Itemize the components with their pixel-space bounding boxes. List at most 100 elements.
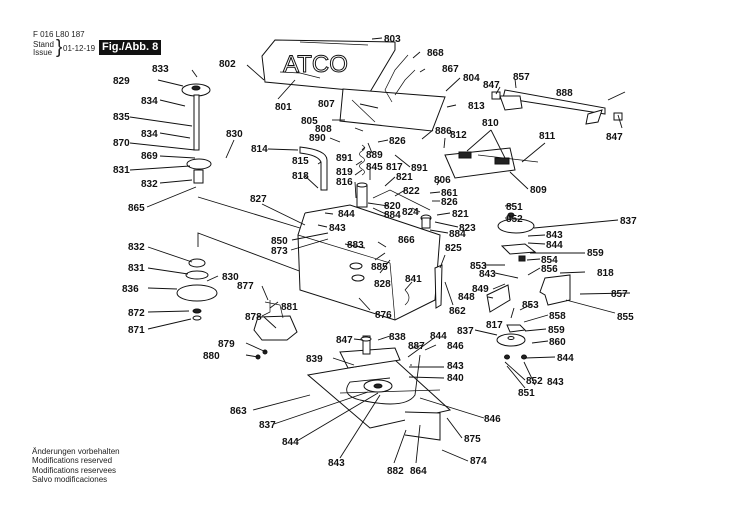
- callout: 813: [468, 101, 485, 112]
- callout: 826: [389, 136, 406, 147]
- callout: 844: [546, 240, 563, 251]
- callout: 853: [470, 261, 487, 272]
- callout: 837: [620, 216, 637, 227]
- callout: 885: [371, 262, 388, 273]
- callout: 861: [441, 188, 458, 199]
- callout: 817: [386, 162, 403, 173]
- callout: 812: [450, 130, 467, 141]
- callout: 872: [128, 308, 145, 319]
- base-plate: [306, 335, 452, 441]
- callout: 859: [587, 248, 604, 259]
- callout: 828: [374, 279, 391, 290]
- callout: 824: [402, 207, 419, 218]
- callout: 851: [506, 202, 523, 213]
- callout: 822: [403, 186, 420, 197]
- callout: 873: [271, 246, 288, 257]
- callout: 887: [408, 341, 425, 352]
- note-line: Modifications reservees: [32, 465, 117, 475]
- callout: 853: [522, 300, 539, 311]
- callout: 851: [518, 388, 535, 399]
- callout: 834: [141, 96, 158, 107]
- document-number: F 016 L80 187: [33, 30, 85, 39]
- callout: 814: [251, 144, 268, 155]
- callout: 821: [396, 172, 413, 183]
- callout: 889: [366, 150, 383, 161]
- callout: 874: [470, 456, 487, 467]
- callout: 875: [464, 434, 481, 445]
- callout: 846: [484, 414, 501, 425]
- issue-date: 01-12-19: [63, 44, 96, 53]
- callout: 831: [113, 165, 130, 176]
- callout: 843: [479, 269, 496, 280]
- issue-label: Issue: [33, 48, 53, 57]
- callout: 843: [546, 230, 563, 241]
- callout: 843: [547, 377, 564, 388]
- callout: 852: [506, 214, 523, 225]
- callout: 879: [218, 339, 235, 350]
- callout: 826: [441, 197, 458, 208]
- callout: 867: [442, 64, 459, 75]
- callout: 881: [281, 302, 298, 313]
- callout: 865: [128, 203, 145, 214]
- callout: 878: [245, 312, 262, 323]
- callout: 845: [366, 162, 383, 173]
- callout: 830: [222, 272, 239, 283]
- callout: 870: [113, 138, 130, 149]
- callout: 850: [271, 236, 288, 247]
- callout: 819: [336, 167, 353, 178]
- callout: 804: [463, 73, 480, 84]
- callout: 818: [597, 268, 614, 279]
- left-spindle: [181, 83, 212, 184]
- callout: 891: [411, 163, 428, 174]
- callout: 811: [539, 131, 556, 142]
- modification-notes: Änderungen vorbehalten Modifications res…: [32, 447, 120, 485]
- callout: 836: [122, 284, 139, 295]
- callout: 807: [318, 99, 335, 110]
- callout: 883: [347, 240, 364, 251]
- callout: 810: [482, 118, 499, 129]
- callout: 835: [113, 112, 130, 123]
- callout: 829: [113, 76, 130, 87]
- callout: 840: [447, 373, 464, 384]
- callout: 839: [306, 354, 323, 365]
- atco-cover: ATCO: [261, 39, 396, 93]
- callout: 818: [292, 171, 309, 182]
- callout: 858: [549, 311, 566, 322]
- callout: 844: [282, 437, 299, 448]
- callout: 862: [449, 306, 466, 317]
- lever: [299, 146, 328, 191]
- callout: 823: [459, 223, 476, 234]
- stand-label: Stand: [33, 40, 54, 49]
- callout: 869: [141, 151, 158, 162]
- callout-labels: 803 868 802 867 833 804 857 847 888 829 …: [113, 34, 637, 477]
- main-housing: [297, 204, 441, 321]
- callout: 871: [128, 325, 145, 336]
- callout: 838: [389, 332, 406, 343]
- callout: 816: [336, 177, 353, 188]
- dash-panel: [339, 88, 446, 132]
- callout: 832: [141, 179, 158, 190]
- right-bracket: [539, 274, 571, 306]
- callout: 857: [611, 289, 628, 300]
- spring-column: [356, 144, 368, 208]
- callout: 848: [458, 292, 475, 303]
- callout: 856: [541, 264, 558, 275]
- callout: 843: [328, 458, 345, 469]
- callout: 808: [315, 124, 332, 135]
- callout: 868: [427, 48, 444, 59]
- callout: 825: [445, 243, 462, 254]
- callout: 847: [606, 132, 623, 143]
- callout: 876: [375, 310, 392, 321]
- callout: 864: [410, 466, 427, 477]
- right-upper-pulley: [497, 212, 537, 262]
- callout: 832: [128, 242, 145, 253]
- callout: 801: [275, 102, 292, 113]
- callout: 827: [250, 194, 267, 205]
- callout: 817: [486, 320, 503, 331]
- callout: 802: [219, 59, 236, 70]
- callout: 849: [472, 284, 489, 295]
- leader-lines: [129, 37, 631, 464]
- callout: 841: [405, 274, 422, 285]
- callout: 831: [128, 263, 145, 274]
